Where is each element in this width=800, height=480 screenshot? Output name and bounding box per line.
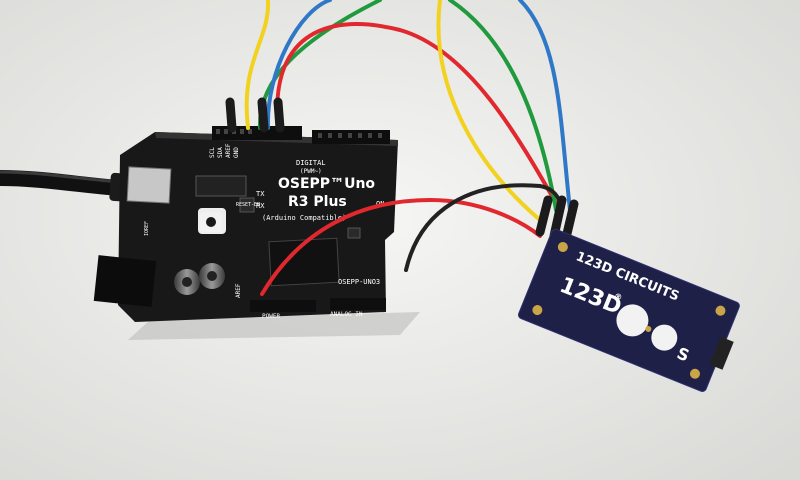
arduino-board: OSEPP™Uno R3 Plus (Arduino Compatible) D… [93, 126, 398, 322]
gnd-label: GND [233, 147, 240, 158]
usb-jack [126, 166, 172, 204]
analog-label: ANALOG IN [330, 311, 363, 318]
tx-label: TX [256, 190, 265, 198]
green-wire-right [448, 0, 558, 212]
brand-line-1: OSEPP™Uno [278, 176, 375, 192]
digital-label: DIGITAL [296, 159, 326, 167]
usb-cable-highlight [0, 170, 121, 184]
jumper-wires [225, 0, 579, 296]
small-component [239, 197, 255, 213]
header-plug-1 [225, 97, 237, 133]
compat-label: (Arduino Compatible) [262, 214, 346, 222]
usb-chip [195, 175, 247, 197]
black-wire [404, 183, 564, 272]
mount-hole-1 [557, 242, 568, 253]
sensor-led-1 [616, 304, 649, 337]
header-plug-3 [273, 97, 285, 133]
red-wire-bottom [260, 197, 542, 296]
sda-label: SDA [217, 147, 224, 158]
crystal [347, 227, 361, 239]
microcontroller-chip [268, 237, 340, 287]
model-label: OSEPP-UNO3 [338, 278, 380, 286]
usb-cable [0, 170, 128, 196]
blue-wire-right [518, 0, 572, 212]
power-jack [93, 255, 157, 307]
sensor-plug-1 [535, 195, 553, 237]
yellow-wire-right [436, 0, 542, 222]
aref-top-label: AREF [225, 143, 232, 158]
rx-label: RX [256, 202, 265, 210]
power-header [250, 300, 316, 312]
sensor-pad [645, 326, 652, 333]
yellow-wire-top [244, 0, 271, 130]
red-wire-top [275, 22, 562, 212]
header-plug-2 [257, 97, 269, 133]
capacitor-2-top [207, 271, 217, 281]
mount-hole-4 [690, 368, 701, 379]
analog-header [330, 298, 386, 310]
blue-wire-top [265, 0, 332, 130]
aref-label: AREF [235, 283, 242, 298]
brand-line-2: R3 Plus [288, 194, 347, 210]
sensor-led-2 [651, 324, 678, 351]
scl-label: SCL [209, 147, 216, 158]
arduino-pcb [118, 132, 398, 322]
header-pins [216, 129, 382, 138]
sensor-logo-mark: ® [613, 291, 624, 302]
ioref-label: IOREF [144, 221, 150, 236]
pwm-label: (PWM~) [300, 168, 322, 175]
capacitor-1-top [182, 277, 192, 287]
mount-hole-3 [715, 305, 726, 316]
reset-label: RESET-EN [236, 202, 260, 208]
osepp-logo-hole [206, 217, 216, 227]
sensor-side-connector [709, 336, 734, 370]
power-label: POWER [262, 313, 280, 320]
mount-hole-2 [532, 305, 543, 316]
sensor-plug-3 [561, 199, 579, 243]
